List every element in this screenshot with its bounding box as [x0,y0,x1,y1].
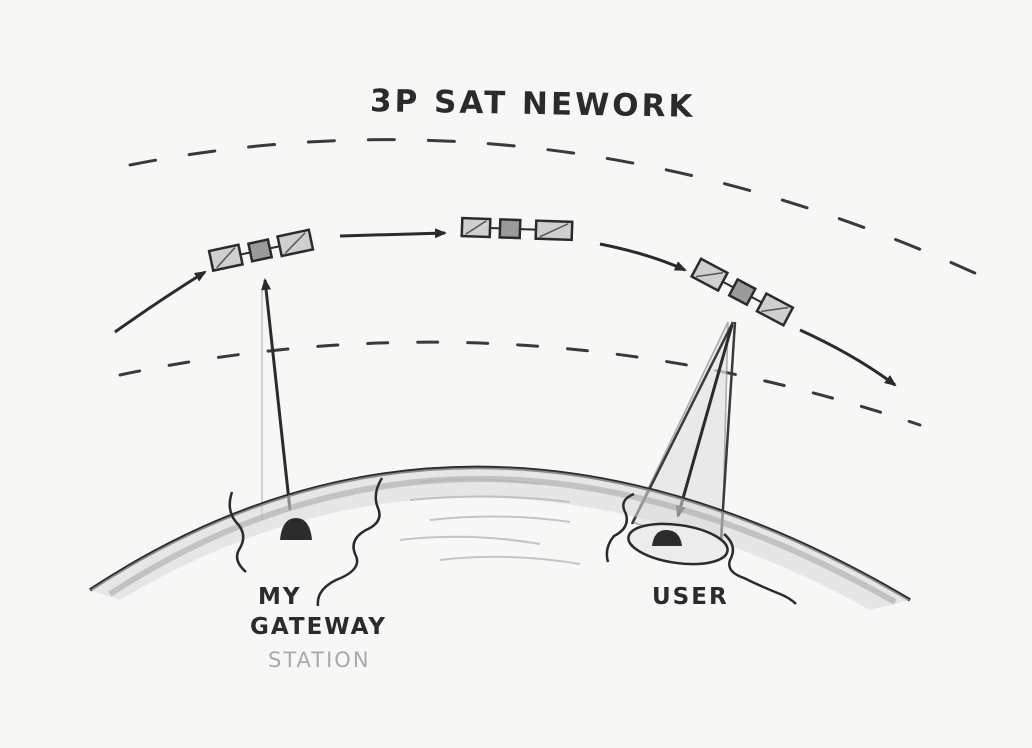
gateway-uplink-arrow [261,278,292,511]
orbit-arrow-1 [114,270,207,334]
left-coastline-west [228,491,247,573]
user-label: USER [652,584,729,610]
right-coastline-west [605,492,635,563]
outer-orbit-path [128,138,992,282]
satellite-3 [689,257,795,327]
orbit-arrow-4 [799,328,897,387]
gateway-label-line-2: GATEWAY [250,614,387,640]
ocean-lines [399,478,581,565]
gateway-label-line-1: MY [258,584,302,610]
satellite-2 [460,216,574,242]
left-coastline-east [316,477,384,607]
user-downlink-arrow [675,324,734,518]
orbit-arrow-3 [599,242,687,272]
orbit-arrow-2 [339,228,447,239]
gateway-station-icon [280,518,312,540]
satellite-1 [207,228,315,273]
diagram-title: 3P SAT NEWORK [369,83,696,125]
right-coastline-east [723,533,797,605]
earth-shading [90,467,910,610]
user-terminal-icon [652,530,682,546]
gateway-label-line-3: STATION [268,648,371,672]
inner-orbit-path [118,340,922,427]
